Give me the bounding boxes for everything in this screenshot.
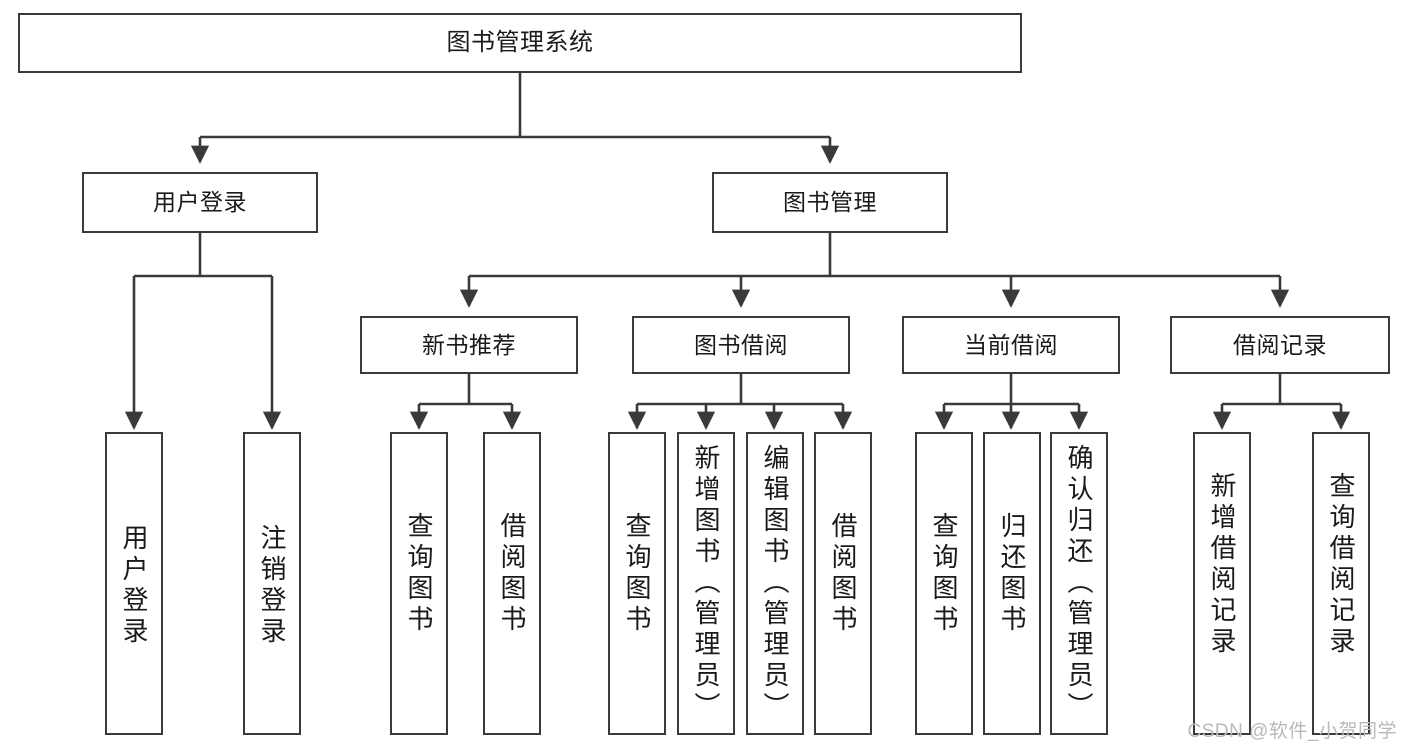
node-root[interactable]: 图书管理系统	[18, 13, 1022, 73]
node-root-label: 图书管理系统	[446, 29, 594, 57]
node-new-book-rec-label: 新书推荐	[422, 331, 516, 358]
leaf-add-record[interactable]: 新增借阅记录	[1193, 432, 1251, 735]
leaf-user-login[interactable]: 用户登录	[105, 432, 163, 735]
leaf-edit-book[interactable]: 编辑图书（管理员）	[746, 432, 804, 735]
node-book-borrow-label: 图书借阅	[694, 331, 788, 358]
leaf-query-book-3-label: 查询图书	[929, 512, 959, 636]
leaf-query-book-2-label: 查询图书	[622, 512, 652, 636]
leaf-borrow-book-1[interactable]: 借阅图书	[483, 432, 541, 735]
node-current-borrow-label: 当前借阅	[964, 331, 1058, 358]
node-new-book-rec[interactable]: 新书推荐	[360, 316, 578, 374]
leaf-confirm-return[interactable]: 确认归还（管理员）	[1050, 432, 1108, 735]
node-user-login-label: 用户登录	[153, 189, 247, 216]
leaf-borrow-book-1-label: 借阅图书	[497, 512, 527, 636]
node-borrow-record-label: 借阅记录	[1233, 331, 1327, 358]
leaf-query-record-label: 查询借阅记录	[1326, 472, 1356, 658]
leaf-add-book-label: 新增图书（管理员）	[691, 444, 721, 723]
node-borrow-record[interactable]: 借阅记录	[1170, 316, 1390, 374]
node-book-manage-label: 图书管理	[783, 189, 877, 216]
node-book-manage[interactable]: 图书管理	[712, 172, 948, 233]
leaf-user-login-label: 用户登录	[119, 524, 149, 648]
leaf-query-book-3[interactable]: 查询图书	[915, 432, 973, 735]
node-user-login[interactable]: 用户登录	[82, 172, 318, 233]
watermark: CSDN @软件_小贺同学	[1187, 721, 1397, 742]
leaf-add-record-label: 新增借阅记录	[1207, 472, 1237, 658]
leaf-query-record[interactable]: 查询借阅记录	[1312, 432, 1370, 735]
leaf-borrow-book-2[interactable]: 借阅图书	[814, 432, 872, 735]
leaf-return-book[interactable]: 归还图书	[983, 432, 1041, 735]
leaf-logout-label: 注销登录	[257, 524, 287, 648]
leaf-query-book-1[interactable]: 查询图书	[390, 432, 448, 735]
leaf-query-book-1-label: 查询图书	[404, 512, 434, 636]
leaf-borrow-book-2-label: 借阅图书	[828, 512, 858, 636]
leaf-add-book[interactable]: 新增图书（管理员）	[677, 432, 735, 735]
leaf-query-book-2[interactable]: 查询图书	[608, 432, 666, 735]
node-book-borrow[interactable]: 图书借阅	[632, 316, 850, 374]
leaf-logout[interactable]: 注销登录	[243, 432, 301, 735]
leaf-return-book-label: 归还图书	[997, 512, 1027, 636]
node-current-borrow[interactable]: 当前借阅	[902, 316, 1120, 374]
leaf-edit-book-label: 编辑图书（管理员）	[760, 444, 790, 723]
leaf-confirm-return-label: 确认归还（管理员）	[1064, 444, 1094, 723]
